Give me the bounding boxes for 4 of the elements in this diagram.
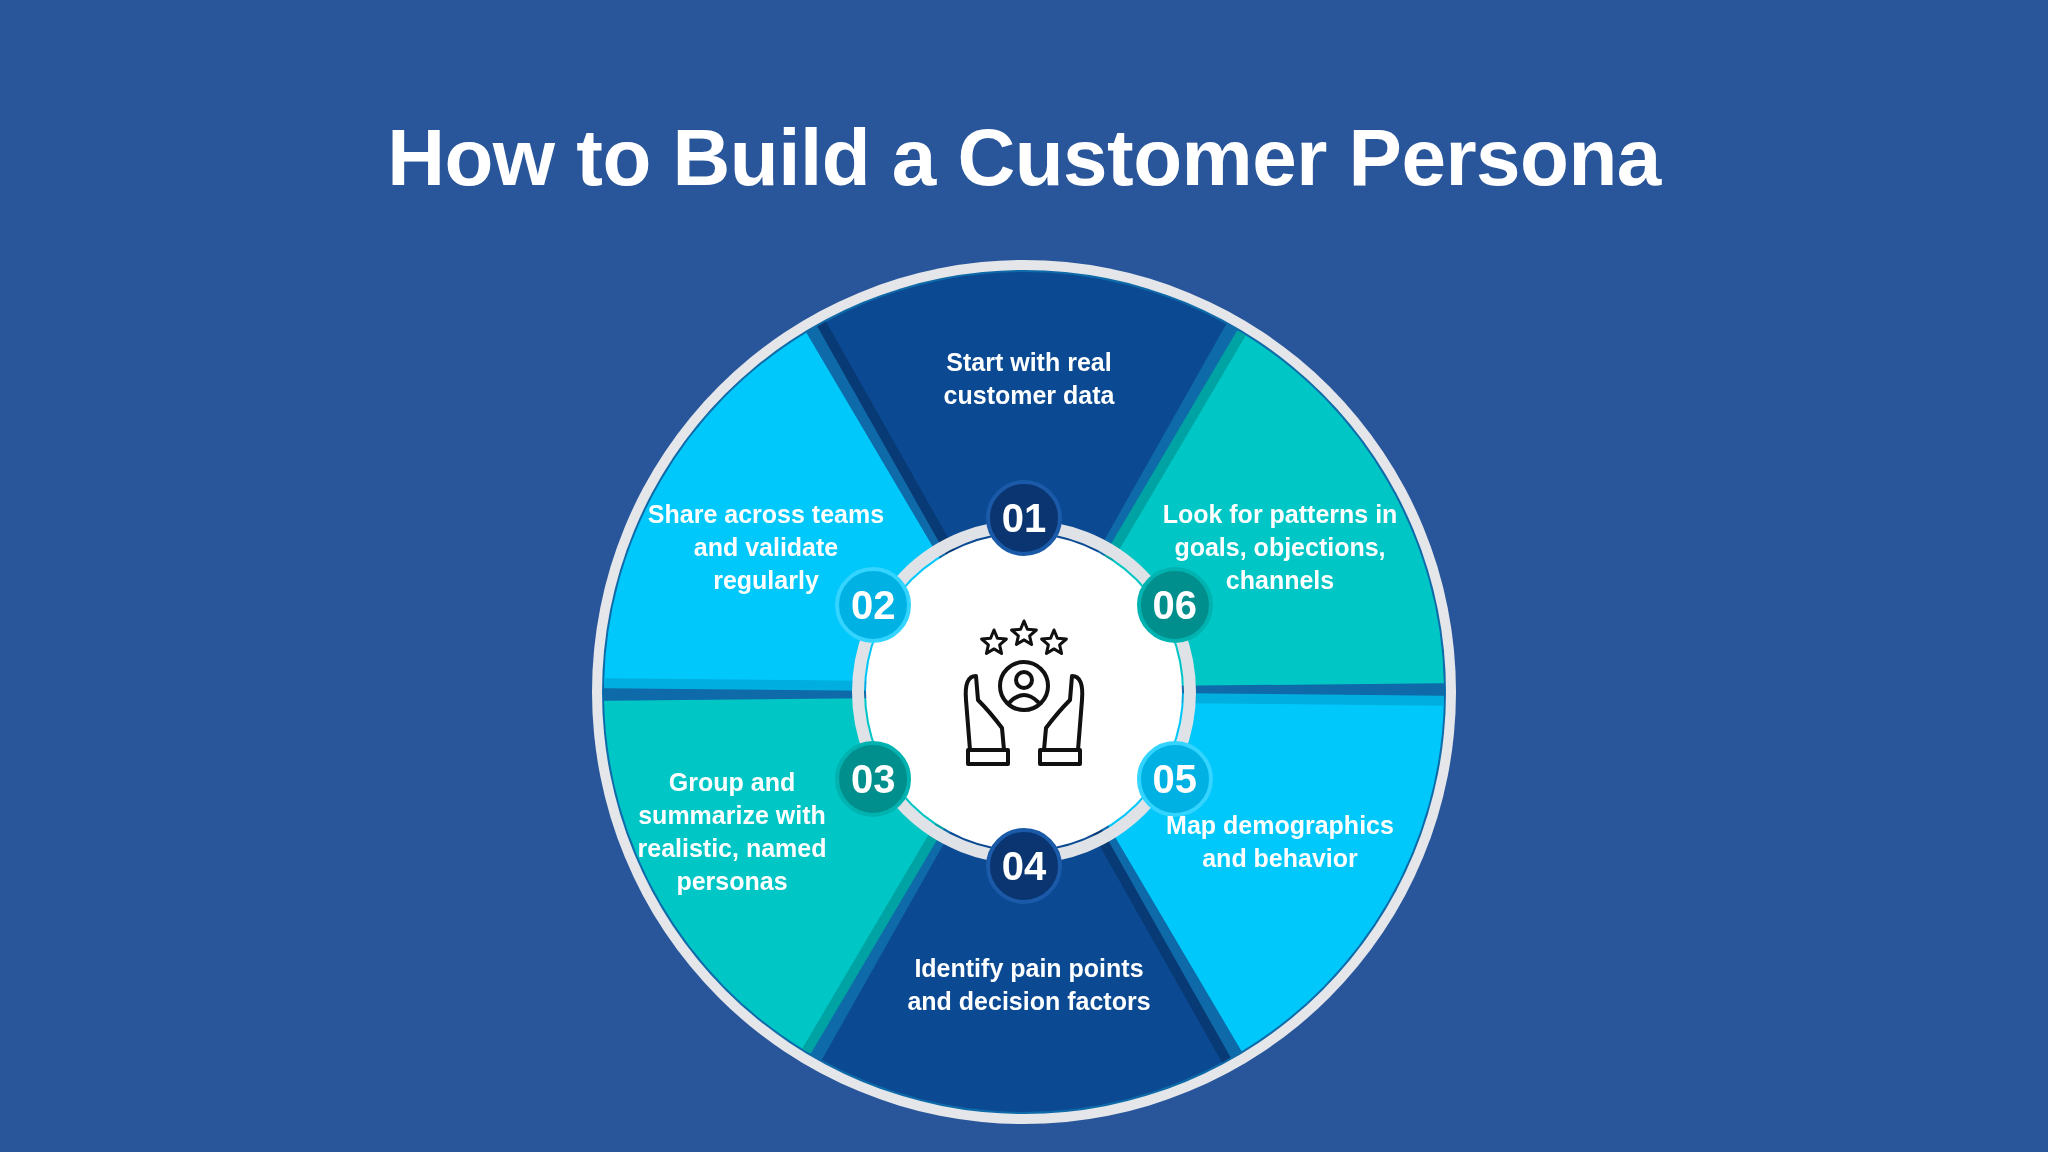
step-description: Group and summarize with realistic, named personas [636, 766, 828, 898]
step-description: Identify pain points and decision factors [894, 952, 1164, 1018]
page-title: How to Build a Customer Persona [386, 112, 1663, 204]
step-description: Start with real customer data [914, 346, 1144, 412]
